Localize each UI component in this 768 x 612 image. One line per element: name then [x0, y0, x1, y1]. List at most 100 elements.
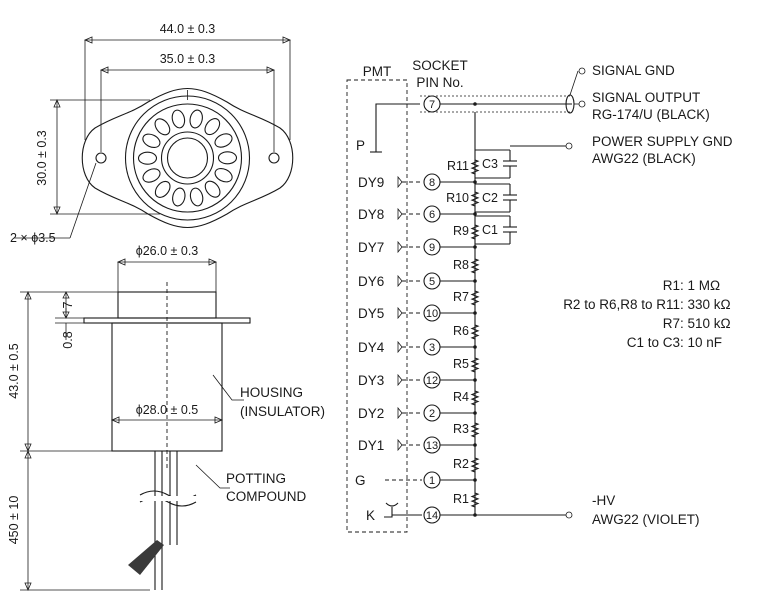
- potting-label: POTTING: [226, 471, 286, 486]
- value-label: R2 to R6,R8 to R11: [563, 297, 680, 312]
- resistor-label: R3: [453, 422, 469, 436]
- resistor: R3: [453, 422, 480, 438]
- dim-body-diameter-top: ϕ26.0 ± 0.3: [136, 244, 199, 258]
- value-label: C1 to C3: [627, 335, 680, 350]
- component-values: R1 : 1 MΩ R2 to R6,R8 to R11 : 330 kΩ R7…: [563, 278, 730, 350]
- socket-pin-hole: [189, 187, 204, 207]
- electrode-label: G: [355, 473, 366, 488]
- top-dimensions: 44.0 ± 0.3 35.0 ± 0.3 30.0 ± 0.3 2 × ϕ3.…: [10, 22, 292, 245]
- signal-output-label: SIGNAL OUTPUT: [592, 90, 700, 105]
- hv-label: -HV: [592, 493, 615, 508]
- pmt-box: [346, 79, 408, 533]
- dim-flange-thickness: 0.8: [61, 331, 75, 348]
- value-label: R1: [663, 278, 680, 293]
- pin-number: 8: [429, 177, 435, 189]
- electrode-label: DY4: [358, 340, 385, 355]
- socket-pin-hole: [172, 187, 186, 207]
- electrode-label: K: [366, 508, 375, 523]
- electrode-row: K 14: [366, 502, 477, 524]
- socket-pin-hole: [142, 133, 161, 149]
- potting-label-compound: COMPOUND: [226, 489, 306, 504]
- electrode-row: P7: [356, 95, 477, 153]
- electrode-row: DY9 8: [358, 173, 477, 191]
- housing-label: HOUSING: [240, 385, 303, 400]
- socket-pin-holes: [137, 109, 238, 207]
- mount-hole-right: [268, 152, 280, 164]
- pin-number: 1: [429, 475, 435, 487]
- dim-hole-diameter: 2 × ϕ3.5: [10, 231, 56, 245]
- power-gnd-cable-label: AWG22 (BLACK): [592, 151, 696, 166]
- socket-pin-hole: [204, 180, 221, 198]
- socket-label: SOCKET: [412, 58, 468, 73]
- pin-circle: [423, 95, 441, 113]
- coax-cable-end: [128, 540, 164, 575]
- socket-pin-hole: [204, 118, 221, 136]
- dim-flange-height: 7: [61, 301, 75, 308]
- pin-number: 3: [429, 342, 435, 354]
- resistor-label: R10: [446, 191, 469, 205]
- socket-pin-hole: [171, 109, 186, 129]
- dim-lead-length: 450 ± 10: [7, 496, 21, 545]
- resistor: R5: [453, 357, 480, 373]
- power-gnd-terminal: [565, 142, 573, 150]
- capacitor: C1: [475, 215, 517, 245]
- resistor-label: R11: [447, 159, 469, 173]
- resistor-label: R2: [453, 457, 469, 471]
- socket-pin-hole: [189, 109, 203, 129]
- pin-number: 13: [426, 440, 438, 452]
- electrode-row: DY2 2: [358, 404, 477, 422]
- electrode-row: DY1 13: [358, 436, 477, 454]
- signal-gnd-terminal: [578, 67, 586, 75]
- resistor-label: R8: [453, 258, 469, 272]
- capacitor-label: C2: [482, 191, 498, 205]
- socket-pin-hole: [137, 151, 158, 165]
- dim-top-height: 30.0 ± 0.3: [35, 130, 49, 186]
- electrode-label: DY8: [358, 207, 384, 222]
- resistor: R9: [453, 224, 480, 240]
- capacitor: C3: [475, 149, 517, 179]
- hv-cable-label: AWG22 (VIOLET): [592, 512, 700, 527]
- pin-number: 14: [426, 510, 438, 522]
- resistor: R2: [453, 457, 480, 473]
- divider-schematic: PMT SOCKET PIN No. SIGNAL GND SIGNAL OUT…: [346, 58, 733, 533]
- pin-number: 7: [429, 99, 435, 111]
- electrode-label: DY3: [358, 373, 384, 388]
- resistor: R10: [446, 191, 480, 207]
- resistor-label: R4: [453, 390, 469, 404]
- dim-body-diameter-main: ϕ28.0 ± 0.5: [136, 403, 199, 417]
- electrode-label: DY7: [358, 240, 384, 255]
- pin-number: 10: [426, 308, 438, 320]
- hv-terminal: [565, 511, 573, 519]
- capacitor-label: C3: [482, 157, 498, 171]
- socket-pin-hole: [214, 133, 233, 148]
- resistor-label: R5: [453, 357, 469, 371]
- socket-pin-hole: [142, 168, 161, 183]
- signal-gnd-label: SIGNAL GND: [592, 63, 675, 78]
- resistor-label: R6: [453, 324, 469, 338]
- pin-number: 2: [429, 408, 435, 420]
- power-gnd-label: POWER SUPPLY GND: [592, 134, 733, 149]
- electrode-label: DY9: [358, 175, 384, 190]
- pin-number: 12: [426, 375, 438, 387]
- electrode-label: DY2: [358, 406, 384, 421]
- signal-output-cable-label: RG-174/U (BLACK): [592, 107, 710, 122]
- resistor: R6: [453, 324, 480, 340]
- pmt-label: PMT: [363, 64, 392, 79]
- resistor-label: R7: [453, 290, 469, 304]
- socket-pin-hole: [154, 180, 171, 198]
- value-label: R7: [663, 316, 680, 331]
- electrode-label: DY1: [358, 438, 384, 453]
- resistor: R7: [453, 290, 480, 306]
- resistor: R4: [453, 390, 480, 406]
- pin-number: 5: [429, 276, 435, 288]
- dim-top-width: 44.0 ± 0.3: [160, 22, 216, 36]
- pin-no-label: PIN No.: [416, 75, 463, 90]
- resistor: R1: [453, 492, 480, 508]
- socket-pin-hole: [214, 167, 233, 183]
